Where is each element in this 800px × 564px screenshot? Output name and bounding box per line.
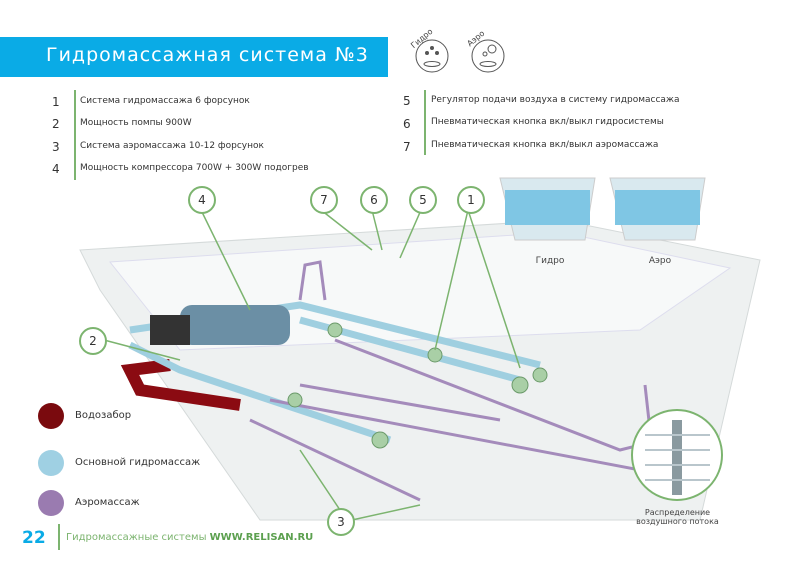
- feature-text: Мощность компрессора 700W + 300W подогре…: [80, 163, 309, 173]
- aero-icon: [471, 39, 505, 73]
- callout-6: 6: [360, 186, 388, 214]
- feature-number: 3: [52, 140, 60, 154]
- callout-4: 4: [188, 186, 216, 214]
- legend-label: Аэромассаж: [75, 497, 140, 508]
- feature-number: 6: [403, 117, 411, 131]
- callout-2: 2: [79, 327, 107, 355]
- hydro-icon: [415, 39, 449, 73]
- legend-label: Водозабор: [75, 410, 132, 421]
- feature-number: 1: [52, 95, 60, 109]
- aero-preview-label: Аэро: [648, 256, 672, 266]
- leader-lines: [103, 209, 521, 521]
- aero-preview: [609, 177, 706, 241]
- legend-swatch-aero: [38, 490, 64, 516]
- water-intake-pipe: [120, 359, 241, 411]
- divider: [74, 90, 76, 180]
- feature-number: 5: [403, 94, 411, 108]
- callout-7: 7: [310, 186, 338, 214]
- footer-site-link[interactable]: WWW.RELISAN.RU: [209, 532, 314, 543]
- air-distribution-detail: [631, 409, 723, 501]
- feature-number: 2: [52, 117, 60, 131]
- feature-text: Система гидромассажа 6 форсунок: [80, 96, 250, 106]
- hydro-preview-label: Гидро: [535, 256, 565, 266]
- page-number: 22: [22, 528, 46, 548]
- feature-text: Пневматическая кнопка вкл/выкл гидросист…: [431, 117, 664, 127]
- footer-label: Гидромассажные системы: [66, 532, 207, 543]
- callout-3: 3: [327, 508, 355, 536]
- hydro-preview: [499, 177, 596, 241]
- jets: [287, 322, 548, 449]
- callout-1: 1: [457, 186, 485, 214]
- feature-text: Система аэромассажа 10-12 форсунок: [80, 141, 264, 151]
- legend-swatch-water-intake: [38, 403, 64, 429]
- title-bar: [0, 37, 388, 77]
- legend-swatch-hydro: [38, 450, 64, 476]
- feature-number: 4: [52, 162, 60, 176]
- detail-caption: Распределение воздушного потока: [636, 508, 719, 526]
- feature-text: Мощность помпы 900W: [80, 118, 192, 128]
- legend-label: Основной гидромассаж: [75, 457, 201, 468]
- footer-text: Гидромассажные системы WWW.RELISAN.RU: [66, 532, 313, 543]
- feature-number: 7: [403, 140, 411, 154]
- divider: [424, 90, 426, 155]
- pump: [150, 305, 290, 345]
- feature-text: Регулятор подачи воздуха в систему гидро…: [431, 95, 680, 105]
- callout-5: 5: [409, 186, 437, 214]
- footer-divider: [58, 524, 60, 550]
- page-title: Гидромассажная система №3: [46, 44, 369, 66]
- feature-text: Пневматическая кнопка вкл/выкл аэромасса…: [431, 140, 659, 150]
